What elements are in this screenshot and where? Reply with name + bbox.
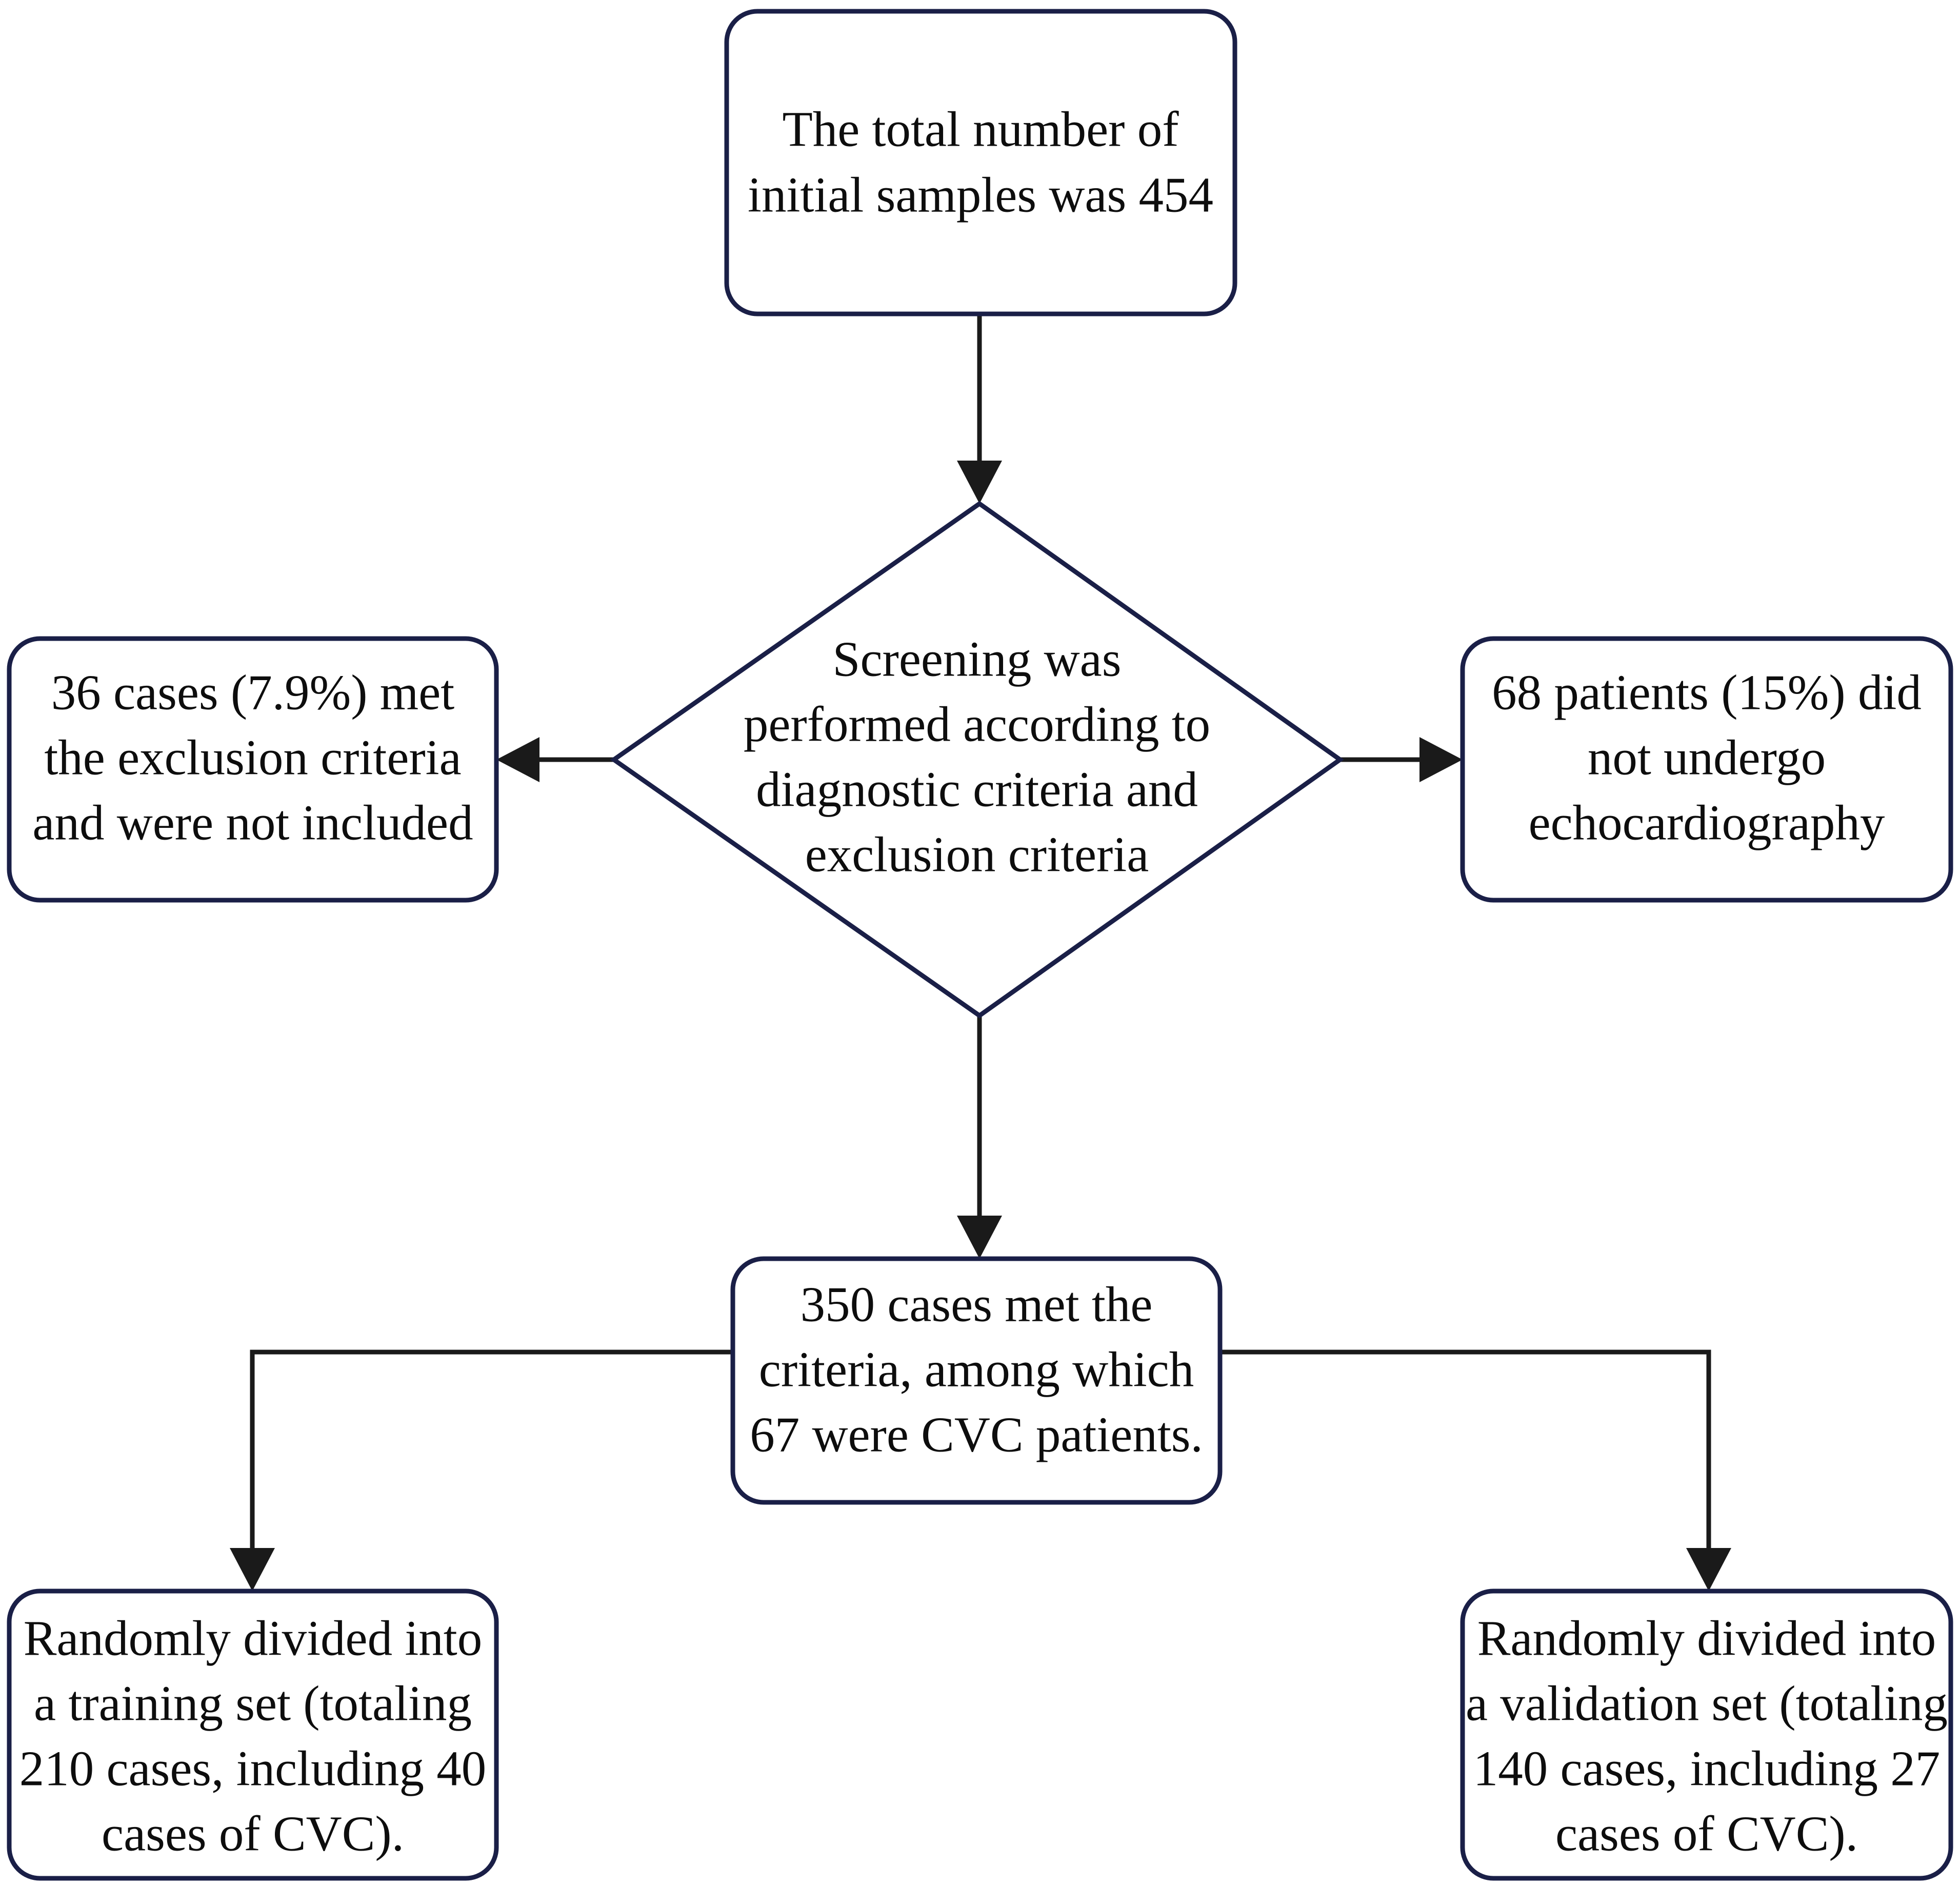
initial-samples-line-2: initial samples was 454 [748,167,1213,222]
initial-samples-line-1: The total number of [782,102,1179,156]
excluded-line-2: the exclusion criteria [44,730,461,785]
met-criteria-line-1: 350 cases met the [801,1277,1153,1332]
node-excluded-criteria[interactable]: 36 cases (7.9%) met the exclusion criter… [7,636,499,903]
initial-samples-box[interactable] [724,9,1237,316]
met-criteria-line-3: 67 were CVC patients. [750,1407,1203,1462]
edge-met-to-training [230,1349,733,1591]
met-criteria-line-2: criteria, among which [759,1342,1194,1397]
validation-line-2: a validation set (totaling [1466,1676,1948,1731]
edge-screening-to-met [957,1016,1002,1259]
node-screening-decision[interactable]: Screening was performed according to dia… [610,501,1344,1019]
training-line-2: a training set (totaling [34,1676,472,1731]
edge-met-to-validation [1220,1349,1731,1591]
screening-line-4: exclusion criteria [805,827,1149,882]
excluded-criteria-box[interactable] [7,636,499,903]
node-initial-samples[interactable]: The total number of initial samples was … [724,9,1237,316]
validation-line-4: cases of CVC). [1555,1806,1858,1861]
no-echo-line-2: not undergo [1588,730,1826,785]
node-validation-set[interactable]: Randomly divided into a validation set (… [1460,1589,1953,1881]
screening-line-2: performed according to [744,697,1210,751]
no-echocardiography-box[interactable] [1460,636,1953,903]
excluded-line-3: and were not included [32,795,473,850]
screening-line-3: diagnostic criteria and [756,762,1198,817]
edge-screening-to-no-echo [1340,737,1463,782]
no-echo-line-3: echocardiography [1529,795,1885,850]
training-line-3: 210 cases, including 40 [19,1741,487,1796]
validation-set-box[interactable] [1460,1589,1953,1881]
training-line-4: cases of CVC). [102,1806,404,1861]
training-line-1: Randomly divided into [24,1611,483,1665]
screening-line-1: Screening was [833,631,1122,686]
edge-initial-to-screening [957,314,1002,504]
excluded-line-1: 36 cases (7.9%) met [51,665,455,720]
training-set-box[interactable] [7,1589,499,1881]
validation-line-1: Randomly divided into [1477,1611,1936,1665]
node-training-set[interactable]: Randomly divided into a training set (to… [7,1589,499,1881]
node-met-criteria[interactable]: 350 cases met the criteria, among which … [730,1256,1223,1505]
validation-line-3: 140 cases, including 27 [1473,1741,1941,1796]
node-no-echocardiography[interactable]: 68 patients (15%) did not undergo echoca… [1460,636,1953,903]
no-echo-line-1: 68 patients (15%) did [1492,665,1922,720]
edge-screening-to-excluded [496,737,614,782]
screening-decision-diamond[interactable] [610,501,1344,1019]
met-criteria-box[interactable] [730,1256,1223,1505]
